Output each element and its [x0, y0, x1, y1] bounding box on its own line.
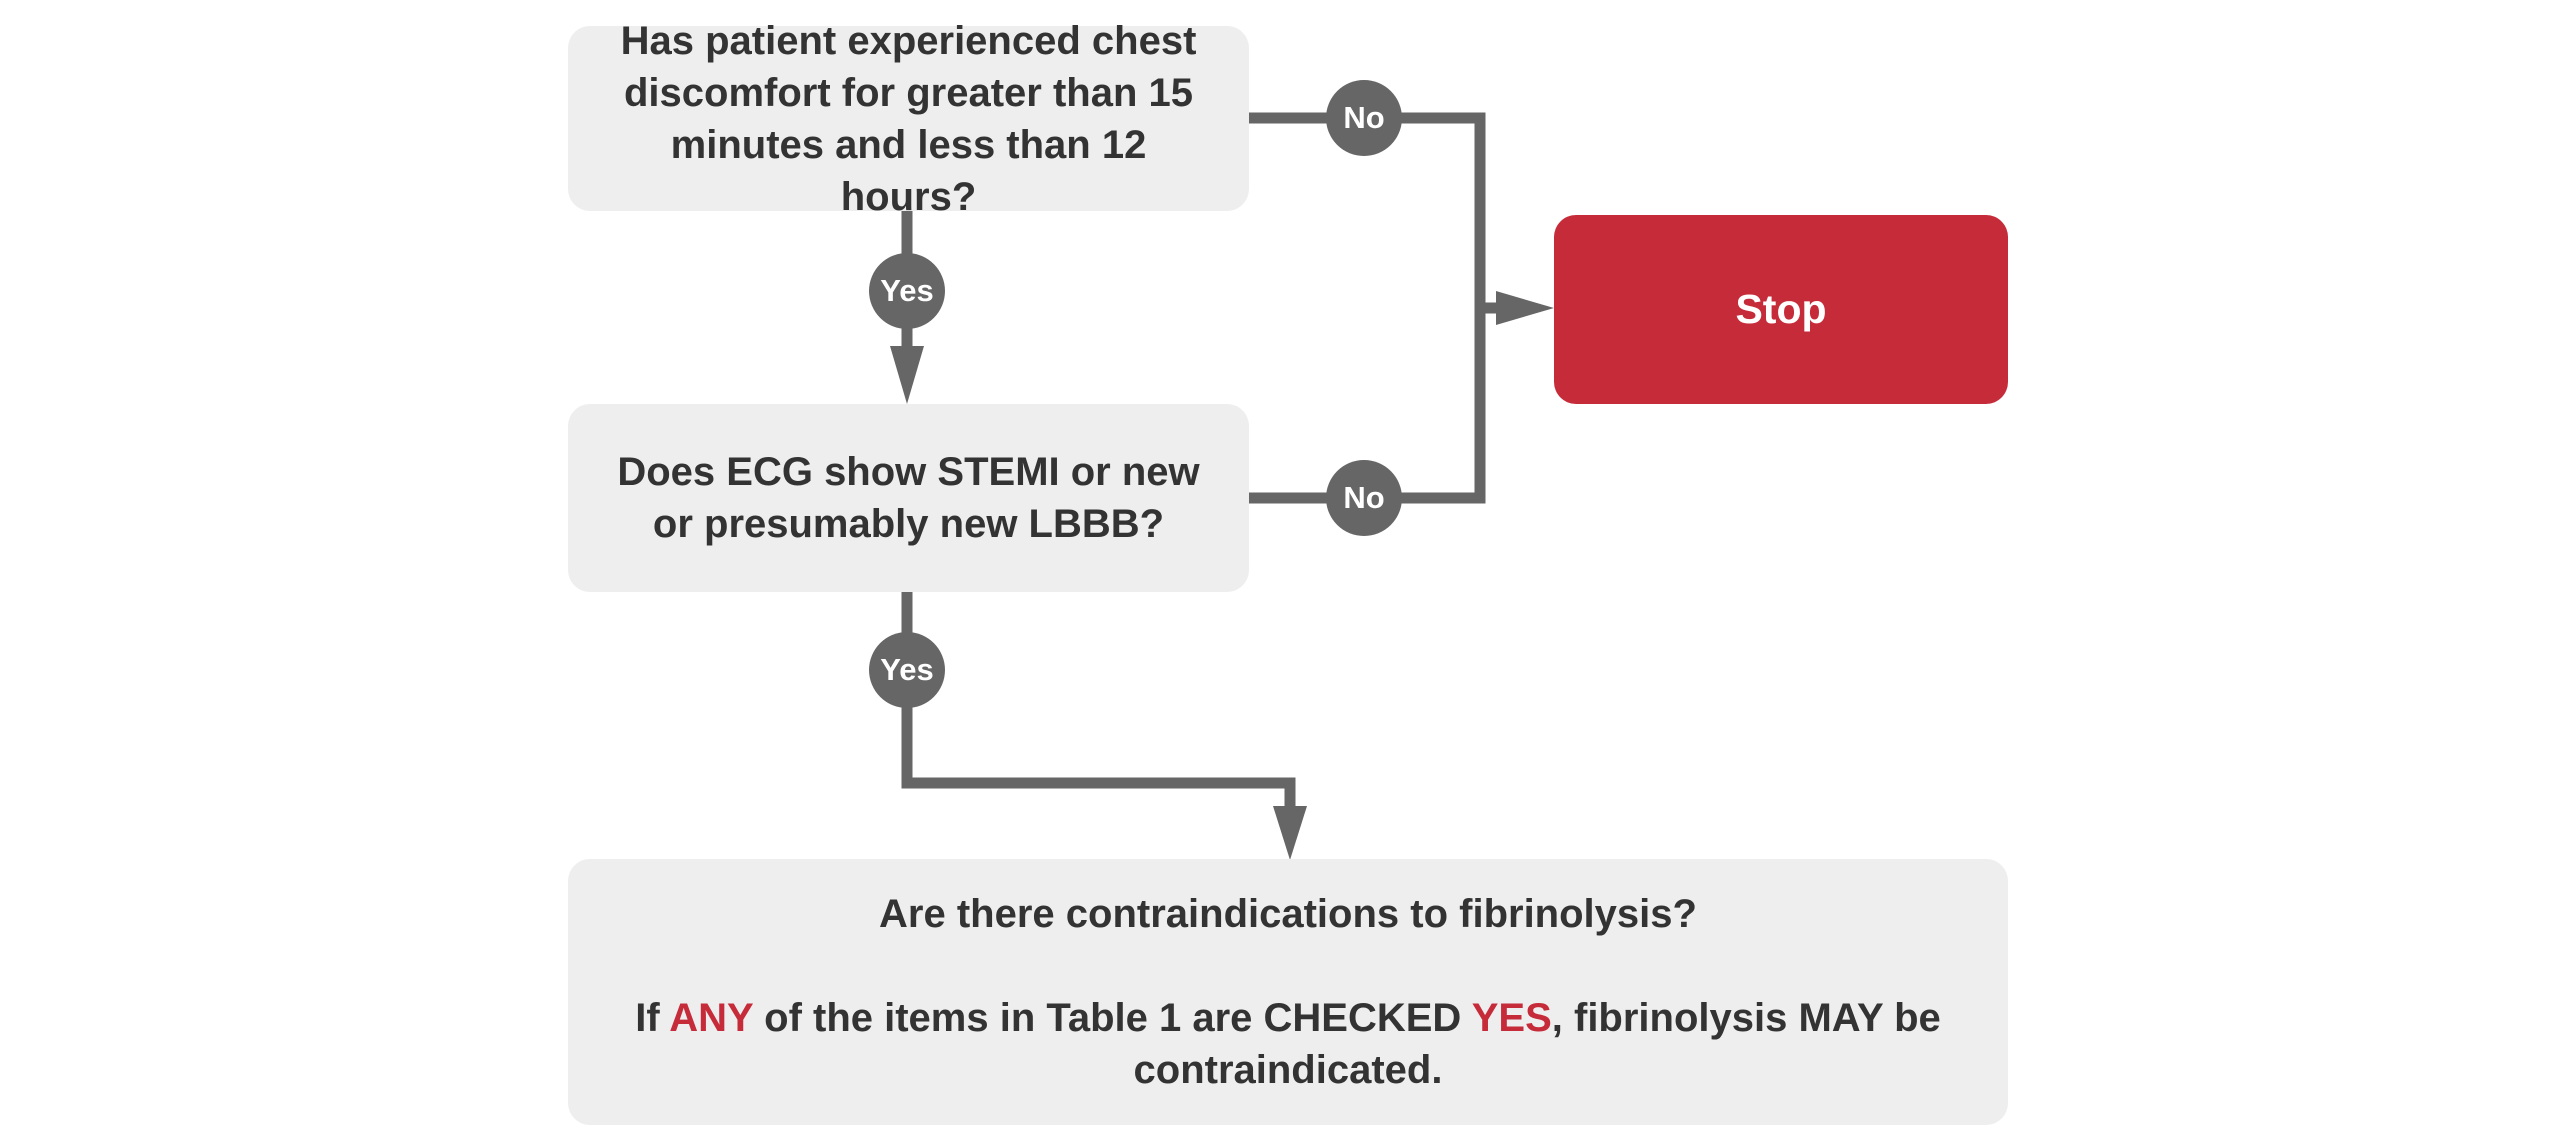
note-middle: of the items in Table 1 are CHECKED: [753, 996, 1472, 1040]
badge-q1-yes: Yes: [869, 253, 945, 329]
connector-q1-no: [1249, 112, 1486, 494]
stop-box: Stop: [1554, 215, 2008, 404]
note-suffix: , fibrinolysis MAY be contraindicated.: [1133, 996, 1941, 1092]
question-ecg-stemi-text: Does ECG show STEMI or new or presumably…: [617, 450, 1200, 546]
connector-q2-no: [1249, 114, 1486, 504]
arrowhead-to-q2: [890, 346, 924, 404]
stop-label: Stop: [1735, 286, 1827, 332]
badge-q2-no: No: [1326, 460, 1402, 536]
badge-q1-no-label: No: [1343, 100, 1385, 135]
question-contraindications: Are there contraindications to fibrinoly…: [568, 859, 2008, 1125]
question-chest-discomfort: Has patient experienced chest discomfort…: [568, 19, 1249, 219]
badge-q1-yes-label: Yes: [880, 273, 934, 308]
badge-q2-yes-label: Yes: [880, 652, 934, 687]
note-prefix: If: [635, 996, 670, 1040]
badge-q2-yes: Yes: [869, 632, 945, 708]
question-ecg-stemi: Does ECG show STEMI or new or presumably…: [568, 404, 1249, 592]
arrowhead-to-q3: [1273, 806, 1307, 860]
note-any: ANY: [669, 996, 754, 1040]
note-yes: YES: [1471, 996, 1552, 1040]
arrowhead-to-stop: [1496, 291, 1554, 325]
question-chest-discomfort-text: Has patient experienced chest discomfort…: [620, 18, 1197, 219]
connector-q2-yes: [901, 592, 1296, 810]
badge-q2-no-label: No: [1343, 480, 1385, 515]
contraindications-title: Are there contraindications to fibrinoly…: [879, 892, 1697, 936]
badge-q1-no: No: [1326, 80, 1402, 156]
contraindications-note: If ANY of the items in Table 1 are CHECK…: [608, 992, 1968, 1096]
